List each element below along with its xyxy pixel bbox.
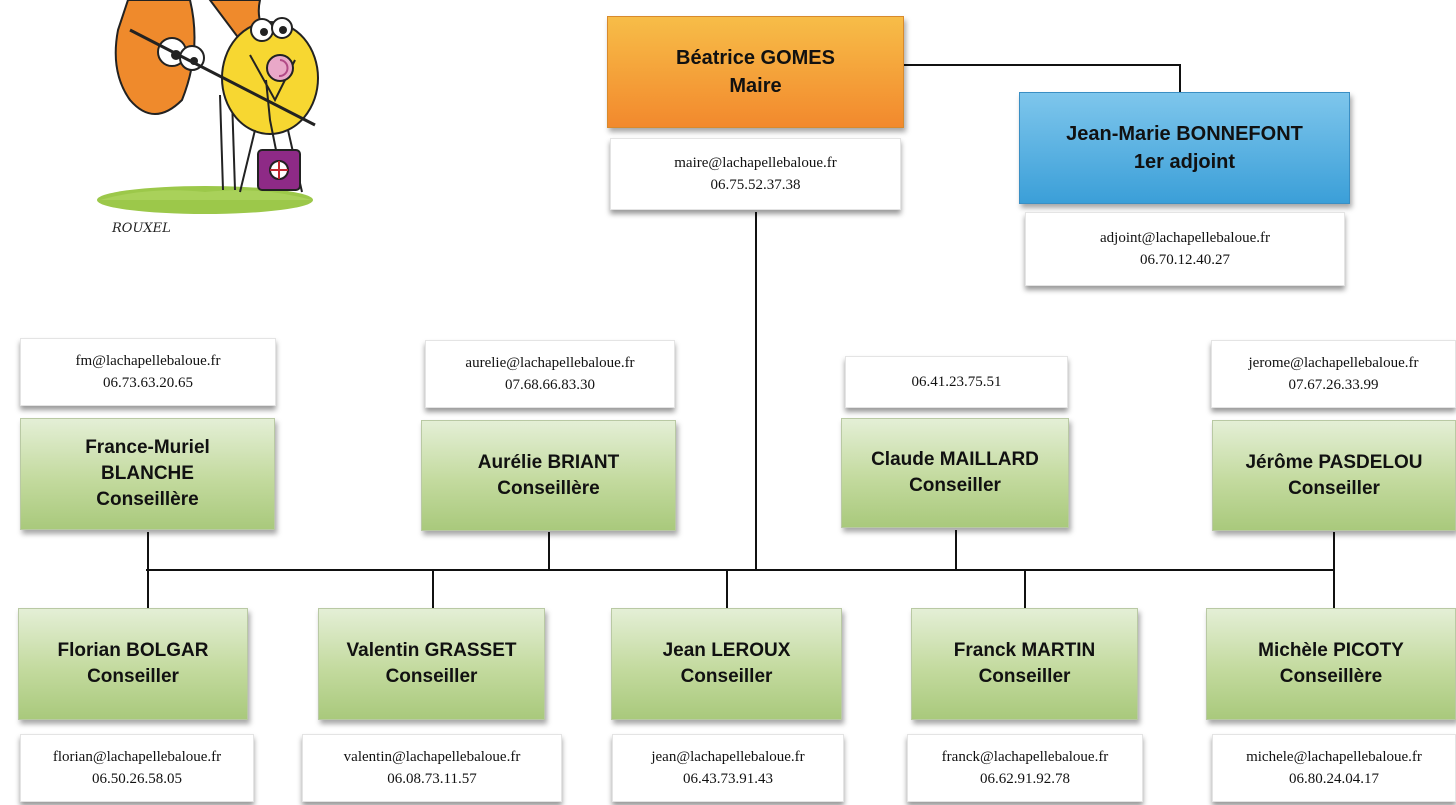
connector-mayor-deputy-h — [904, 64, 1180, 66]
councillor-email: florian@lachapellebaloue.fr — [52, 749, 222, 765]
councillor-role: Conseillère — [1279, 666, 1383, 687]
mayor-contact: maire@lachapellebaloue.fr 06.75.52.37.38 — [610, 138, 901, 210]
councillor-contact: franck@lachapellebaloue.fr 06.62.91.92.7… — [907, 734, 1143, 802]
councillor-role: Conseiller — [385, 666, 478, 687]
deputy-name: Jean-Marie BONNEFONT — [1066, 123, 1303, 145]
councillor-role: Conseiller — [909, 475, 1001, 496]
mayor-role: Maire — [729, 75, 782, 97]
deputy-email: adjoint@lachapellebaloue.fr — [1100, 230, 1270, 246]
councillor-phone: 07.68.66.83.30 — [505, 377, 595, 393]
cartoon-birds-illustration: ROUXEL — [97, 0, 319, 236]
connector-mayor-deputy-v — [1179, 64, 1181, 92]
councillor-contact: florian@lachapellebaloue.fr 06.50.26.58.… — [20, 734, 254, 802]
councillor-name: France-Muriel — [85, 437, 210, 458]
councillor-role: Conseiller — [87, 666, 179, 687]
councillor-card: Franck MARTIN Conseiller — [911, 608, 1138, 720]
councillor-name: BLANCHE — [101, 463, 194, 484]
councillor-name: Florian BOLGAR — [57, 640, 209, 661]
councillor-email: michele@lachapellebaloue.fr — [1246, 749, 1422, 765]
mayor-email: maire@lachapellebaloue.fr — [674, 155, 837, 171]
councillor-phone: 06.41.23.75.51 — [911, 374, 1002, 390]
councillor-name: Valentin GRASSET — [346, 640, 517, 661]
councillor-email: jerome@lachapellebaloue.fr — [1248, 355, 1419, 371]
councillor-name: Michèle PICOTY — [1258, 640, 1404, 661]
councillor-role: Conseillère — [96, 489, 199, 510]
deputy-card: Jean-Marie BONNEFONT 1er adjoint — [1019, 92, 1350, 204]
connector-top-2 — [548, 532, 550, 570]
connector-top-4 — [1333, 532, 1335, 570]
councillor-phone: 06.80.24.04.17 — [1289, 771, 1379, 787]
deputy-contact: adjoint@lachapellebaloue.fr 06.70.12.40.… — [1025, 212, 1345, 286]
councillor-card: Jérôme PASDELOU Conseiller — [1212, 420, 1456, 531]
councillor-phone: 06.73.63.20.65 — [103, 375, 193, 391]
connector-bottom-4 — [1024, 570, 1026, 608]
councillor-email: franck@lachapellebaloue.fr — [941, 749, 1109, 765]
councillor-card: Valentin GRASSET Conseiller — [318, 608, 545, 720]
councillor-contact: valentin@lachapellebaloue.fr 06.08.73.11… — [302, 734, 562, 802]
mayor-card: Béatrice GOMES Maire — [607, 16, 904, 128]
deputy-phone: 06.70.12.40.27 — [1140, 252, 1230, 268]
councillor-contact: 06.41.23.75.51 — [845, 356, 1068, 408]
councillor-contact: fm@lachapellebaloue.fr 06.73.63.20.65 — [20, 338, 276, 406]
councillor-contact: aurelie@lachapellebaloue.fr 07.68.66.83.… — [425, 340, 675, 408]
mayor-phone: 06.75.52.37.38 — [710, 177, 801, 193]
councillor-phone: 06.08.73.11.57 — [387, 771, 477, 787]
councillor-contact: jerome@lachapellebaloue.fr 07.67.26.33.9… — [1211, 340, 1456, 408]
councillor-card: Florian BOLGAR Conseiller — [18, 608, 248, 720]
councillor-email: aurelie@lachapellebaloue.fr — [465, 355, 635, 371]
councillor-card: Jean LEROUX Conseiller — [611, 608, 842, 720]
deputy-role: 1er adjoint — [1133, 151, 1236, 173]
councillor-email: valentin@lachapellebaloue.fr — [343, 749, 521, 765]
councillor-name: Jérôme PASDELOU — [1245, 451, 1423, 473]
connector-bottom-2 — [432, 570, 434, 608]
councillor-role: Conseiller — [1288, 477, 1380, 499]
councillor-role: Conseiller — [680, 666, 773, 687]
councillor-phone: 07.67.26.33.99 — [1288, 377, 1379, 393]
councillor-contact: michele@lachapellebaloue.fr 06.80.24.04.… — [1212, 734, 1456, 802]
councillor-card: France-Muriel BLANCHE Conseillère — [20, 418, 275, 530]
councillor-phone: 06.43.73.91.43 — [683, 771, 773, 787]
connector-bottom-5 — [1333, 570, 1335, 608]
councillor-role: Conseiller — [978, 666, 1071, 687]
connector-main-bus — [146, 569, 1335, 571]
connector-bottom-1 — [147, 570, 149, 608]
connector-bottom-3 — [726, 570, 728, 608]
councillor-contact: jean@lachapellebaloue.fr 06.43.73.91.43 — [612, 734, 844, 802]
councillor-card: Aurélie BRIANT Conseillère — [421, 420, 676, 531]
councillor-name: Franck MARTIN — [953, 640, 1096, 661]
councillor-name: Aurélie BRIANT — [477, 451, 620, 473]
councillor-name: Claude MAILLARD — [871, 449, 1039, 470]
councillor-name: Jean LEROUX — [662, 640, 791, 661]
connector-top-3 — [955, 530, 957, 570]
councillor-phone: 06.62.91.92.78 — [980, 771, 1070, 787]
connector-top-1 — [147, 532, 149, 570]
connector-mayor-trunk — [755, 212, 757, 570]
councillor-email: jean@lachapellebaloue.fr — [651, 749, 805, 765]
mayor-name: Béatrice GOMES — [676, 47, 835, 69]
councillor-phone: 06.50.26.58.05 — [92, 771, 182, 787]
councillor-card: Michèle PICOTY Conseillère — [1206, 608, 1456, 720]
councillor-card: Claude MAILLARD Conseiller — [841, 418, 1069, 528]
councillor-email: fm@lachapellebaloue.fr — [75, 353, 221, 369]
svg-text:ROUXEL: ROUXEL — [111, 221, 171, 236]
councillor-role: Conseillère — [497, 477, 600, 499]
